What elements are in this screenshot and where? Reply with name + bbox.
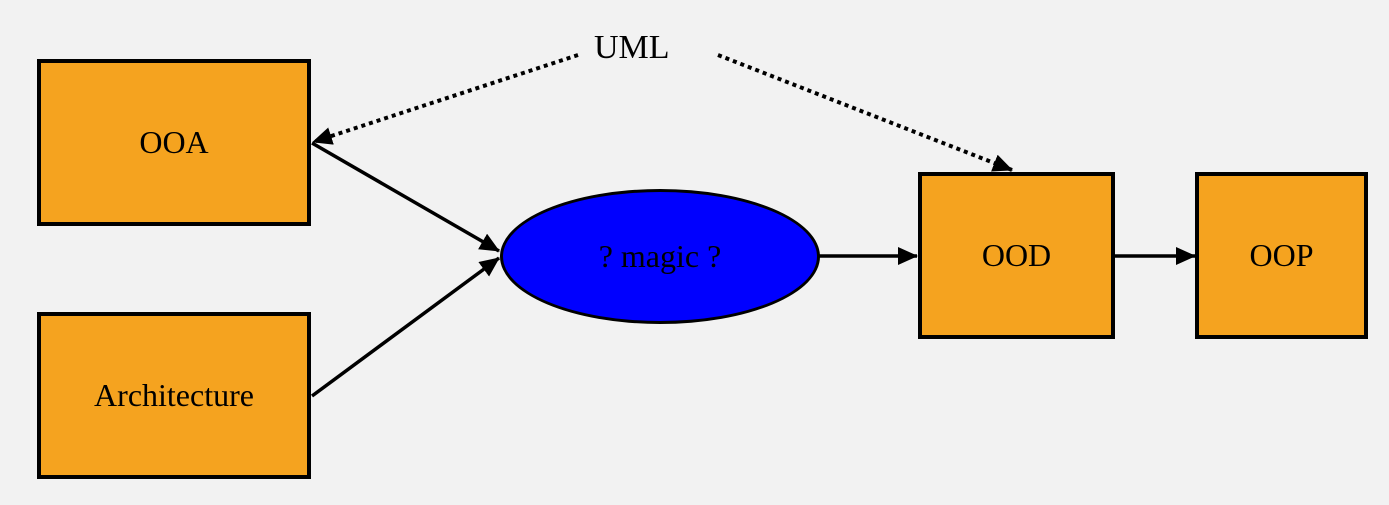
edge-ooa-to-magic [311,141,500,253]
node-ood-label: OOD [981,237,1052,273]
uml-label: UML [594,29,670,66]
node-architecture: Architecture [37,312,311,479]
node-architecture-label: Architecture [94,377,254,413]
edge-uml-to-ood [717,53,1013,172]
node-magic-label: ? magic ? [598,238,722,274]
node-ood: OOD [918,172,1115,339]
node-ooa-label: OOA [139,124,209,160]
node-magic: ? magic ? [500,189,820,324]
node-oop-label: OOP [1249,237,1314,273]
node-oop: OOP [1195,172,1368,339]
edge-uml-to-ooa [312,53,579,145]
node-ooa: OOA [37,59,311,226]
edge-architecture-to-magic [310,256,501,398]
